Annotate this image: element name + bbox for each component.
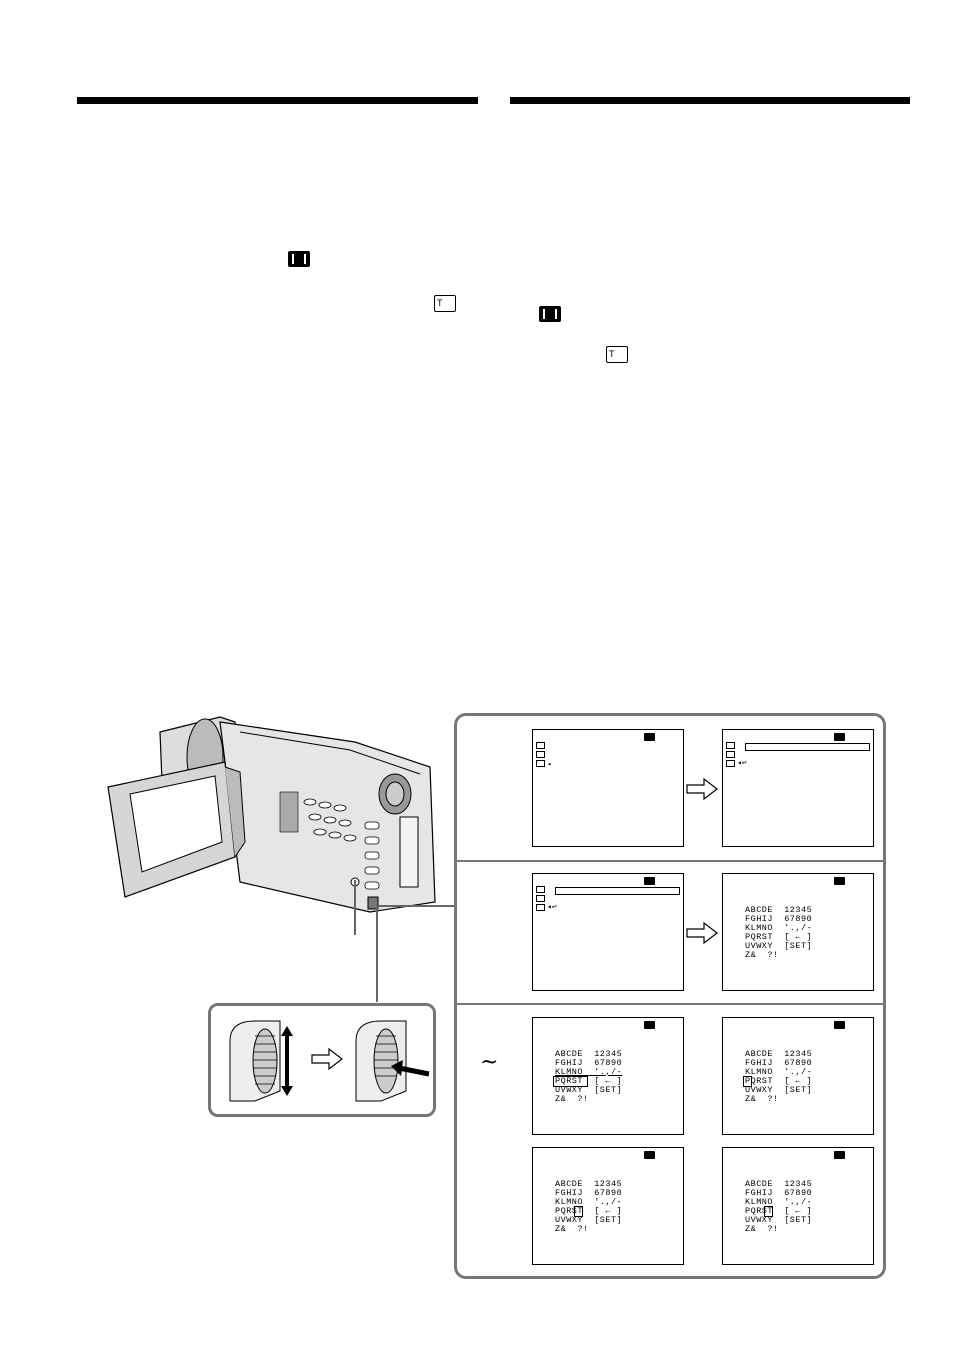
screen-menu-2: ◂↩ bbox=[722, 729, 874, 847]
heading-rule-left bbox=[77, 97, 478, 104]
folder-icon bbox=[726, 742, 735, 749]
right-outline-arrow-icon bbox=[686, 778, 718, 800]
char-row: Z& ?! bbox=[555, 1094, 589, 1104]
cassette-memory-icon bbox=[834, 1151, 845, 1159]
title-edit-icon bbox=[536, 760, 545, 767]
folder-icon bbox=[536, 886, 545, 893]
cassette-memory-icon bbox=[644, 877, 655, 885]
screen-char-table-4: ABCDE 12345 FGHIJ 67890 KLMNO '.,/- PQRS… bbox=[532, 1147, 684, 1265]
char-row: KLMNO '.,/- bbox=[745, 923, 813, 933]
leader-line bbox=[376, 905, 378, 1002]
char-row: FGHIJ 67890 bbox=[555, 1188, 623, 1198]
char-row: PQRST [ ← ] bbox=[745, 1206, 813, 1216]
char-row: ABCDE 12345 bbox=[745, 905, 813, 915]
dial-turn-illustration bbox=[229, 1020, 293, 1102]
right-outline-arrow-icon bbox=[686, 922, 718, 944]
char-row: PQRST [ ← ] bbox=[745, 932, 813, 942]
char-row: UVWXY [SET] bbox=[745, 1085, 813, 1095]
char-row: PQRST [ ← ] bbox=[555, 1206, 623, 1216]
char-row: KLMNO '.,/- bbox=[555, 1197, 623, 1207]
screen-char-table-2: ABCDE 12345 FGHIJ 67890 KLMNO '.,/- PQRS… bbox=[532, 1017, 684, 1135]
char-row: ABCDE 12345 bbox=[745, 1179, 813, 1189]
char-row: UVWXY [SET] bbox=[745, 1215, 813, 1225]
char-row: PQRST [ ← ] bbox=[745, 1076, 813, 1086]
char-row: UVWXY [SET] bbox=[555, 1085, 623, 1095]
cassette-memory-icon bbox=[644, 1151, 655, 1159]
cassette-memory-icon bbox=[834, 877, 845, 885]
char-row: KLMNO '.,/- bbox=[555, 1067, 623, 1077]
screen-menu-1: ◂ bbox=[532, 729, 684, 847]
title-edit-icon: T bbox=[434, 295, 456, 312]
return-icon: ◂↩ bbox=[737, 759, 747, 768]
title-edit-icon bbox=[536, 904, 545, 911]
char-row: UVWXY [SET] bbox=[555, 1215, 623, 1225]
char-row: KLMNO '.,/- bbox=[745, 1197, 813, 1207]
char-row: Z& ?! bbox=[745, 950, 779, 960]
char-row: Z& ?! bbox=[555, 1224, 589, 1234]
dial-operation-box bbox=[208, 1003, 436, 1117]
title-entry-bar bbox=[555, 887, 680, 895]
char-row: UVWXY [SET] bbox=[745, 941, 813, 951]
char-row: FGHIJ 67890 bbox=[745, 1188, 813, 1198]
char-row: Z& ?! bbox=[745, 1224, 779, 1234]
screen-menu-3: ◂↩ bbox=[532, 873, 684, 991]
return-icon: ◂↩ bbox=[547, 903, 557, 912]
dial-press-illustration bbox=[355, 1020, 430, 1102]
cassette-memory-icon bbox=[834, 1021, 845, 1029]
folder-icon bbox=[536, 742, 545, 749]
char-row: ABCDE 12345 bbox=[555, 1049, 623, 1059]
char-row: FGHIJ 67890 bbox=[745, 914, 813, 924]
title-entry-bar bbox=[745, 743, 870, 751]
cassette-memory-icon bbox=[644, 1021, 655, 1029]
title-edit-icon bbox=[726, 760, 735, 767]
char-row: FGHIJ 67890 bbox=[555, 1058, 623, 1068]
heading-rule-right bbox=[510, 97, 910, 104]
char-row: KLMNO '.,/- bbox=[745, 1067, 813, 1077]
leader-line bbox=[354, 880, 356, 935]
cassette-memory-icon bbox=[288, 251, 310, 267]
cassette-icon bbox=[726, 751, 735, 758]
screen-char-table-3: ABCDE 12345 FGHIJ 67890 KLMNO '.,/- PQRS… bbox=[722, 1017, 874, 1135]
panel-divider bbox=[457, 860, 883, 862]
title-edit-icon: T bbox=[606, 346, 628, 363]
cassette-memory-icon bbox=[539, 306, 561, 322]
char-row: Z& ?! bbox=[745, 1094, 779, 1104]
range-tilde: ~ bbox=[480, 1050, 499, 1075]
char-row: ABCDE 12345 bbox=[555, 1179, 623, 1189]
camcorder-illustration bbox=[107, 716, 436, 913]
right-outline-arrow-icon bbox=[311, 1048, 343, 1070]
cassette-icon bbox=[536, 895, 545, 902]
cassette-icon bbox=[536, 751, 545, 758]
char-row-highlighted: PQRST [ ← ] bbox=[555, 1076, 623, 1086]
cassette-memory-icon bbox=[644, 733, 655, 741]
screen-char-table-5: ABCDE 12345 FGHIJ 67890 KLMNO '.,/- PQRS… bbox=[722, 1147, 874, 1265]
leader-line bbox=[376, 905, 456, 907]
cassette-memory-icon bbox=[834, 733, 845, 741]
screen-char-table-1: ABCDE 12345 FGHIJ 67890 KLMNO '.,/- PQRS… bbox=[722, 873, 874, 991]
char-row: FGHIJ 67890 bbox=[745, 1058, 813, 1068]
panel-divider bbox=[457, 1003, 883, 1005]
cursor-icon: ◂ bbox=[547, 761, 552, 769]
char-row: ABCDE 12345 bbox=[745, 1049, 813, 1059]
